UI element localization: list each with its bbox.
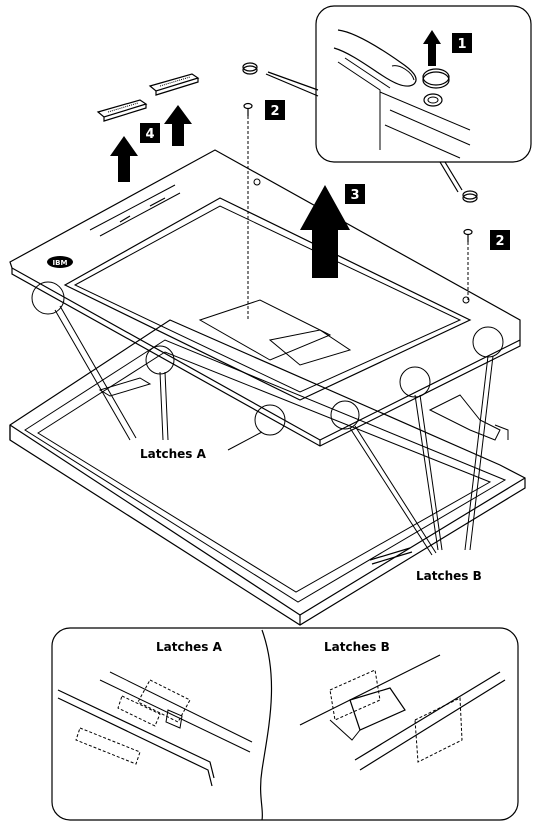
svg-text:2: 2 xyxy=(270,104,279,119)
nameplate-left xyxy=(96,99,148,122)
svg-text:1: 1 xyxy=(457,37,466,52)
svg-text:3: 3 xyxy=(350,188,359,203)
step-4-badge: 4 xyxy=(140,123,160,143)
step-2-badge: 2 xyxy=(265,100,285,120)
screw-cover-zoom-callout xyxy=(265,5,532,193)
latches-b-label: Latches B xyxy=(416,569,482,583)
latches-a-label: Latches A xyxy=(140,447,207,461)
rubber-cover-top xyxy=(242,62,258,75)
ibm-logo: IBM xyxy=(47,256,73,268)
latch-a-circle-3 xyxy=(254,404,286,436)
step-2-badge-right: 2 xyxy=(490,230,510,250)
latches-a-leaders xyxy=(54,305,263,451)
screw-right xyxy=(463,228,473,302)
screw-left xyxy=(243,102,253,320)
base-cover xyxy=(9,299,526,626)
latch-b-circle-1 xyxy=(330,400,360,430)
step-1-badge: 1 xyxy=(452,33,472,53)
up-arrow-step-4-left xyxy=(110,136,138,182)
latch-a-circle-1 xyxy=(31,281,65,315)
latch-b-circle-3 xyxy=(472,326,504,358)
latches-b-leaders xyxy=(349,355,494,556)
step-3-badge: 3 xyxy=(345,184,365,204)
detail-latches-a-label: Latches A xyxy=(156,640,223,654)
latch-b-detail xyxy=(299,654,506,771)
latch-detail-panel: Latches A Latches B xyxy=(51,627,519,821)
rubber-cover-right xyxy=(462,190,478,203)
up-arrow-step-4-right xyxy=(164,105,192,146)
svg-text:IBM: IBM xyxy=(53,259,68,267)
display-bezel xyxy=(9,149,521,447)
nameplate-right xyxy=(148,73,200,96)
svg-text:2: 2 xyxy=(495,234,504,249)
svg-text:4: 4 xyxy=(145,127,154,142)
latch-a-detail xyxy=(57,671,253,787)
detail-latches-b-label: Latches B xyxy=(324,640,390,654)
